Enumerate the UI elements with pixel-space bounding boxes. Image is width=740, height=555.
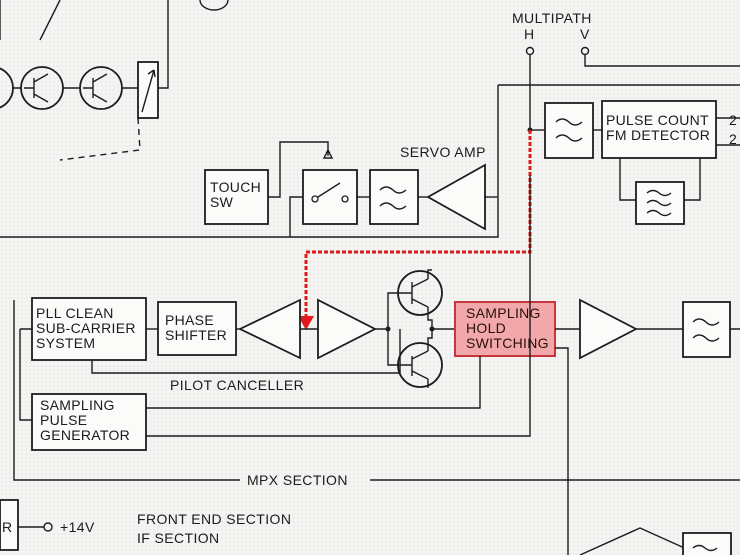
right-edge-digit-b: 2: [729, 131, 738, 147]
multipath-label: MULTIPATH: [512, 10, 592, 26]
touch-sw-label: TOUCH SW: [210, 179, 262, 210]
sampling-pulse-generator-label: SAMPLING PULSE GENERATOR: [40, 397, 131, 443]
mpx-section-label: MPX SECTION: [247, 472, 348, 488]
transistor-chain: [0, 0, 229, 161]
pll-clean-sub-carrier-label: PLL CLEAN SUB-CARRIER SYSTEM: [36, 305, 136, 351]
mpx-row: [19, 175, 740, 555]
multipath-terminals: [525, 46, 740, 133]
multipath-v-label: V: [580, 26, 590, 42]
plus-14v-label: +14V: [60, 519, 95, 535]
right-edge-digit-a: 2: [729, 112, 738, 128]
multipath-h-label: H: [524, 26, 535, 42]
partial-r-label: R: [2, 519, 13, 535]
servo-amp-label: SERVO AMP: [400, 144, 486, 160]
if-section-label: IF SECTION: [137, 530, 220, 546]
top-right-blocks: [0, 84, 740, 238]
sampling-hold-switching-label: SAMPLING HOLD SWITCHING: [466, 305, 549, 351]
front-end-section-label: FRONT END SECTION: [137, 511, 292, 527]
servo-chain: [204, 141, 498, 237]
pulse-count-fm-detector-label: PULSE COUNT FM DETECTOR: [606, 112, 711, 143]
phase-shifter-label: PHASE SHIFTER: [165, 312, 227, 343]
sampling-hold-highlight: [454, 301, 556, 357]
pilot-canceller-label: PILOT CANCELLER: [170, 377, 305, 393]
lower-section: [0, 300, 740, 555]
